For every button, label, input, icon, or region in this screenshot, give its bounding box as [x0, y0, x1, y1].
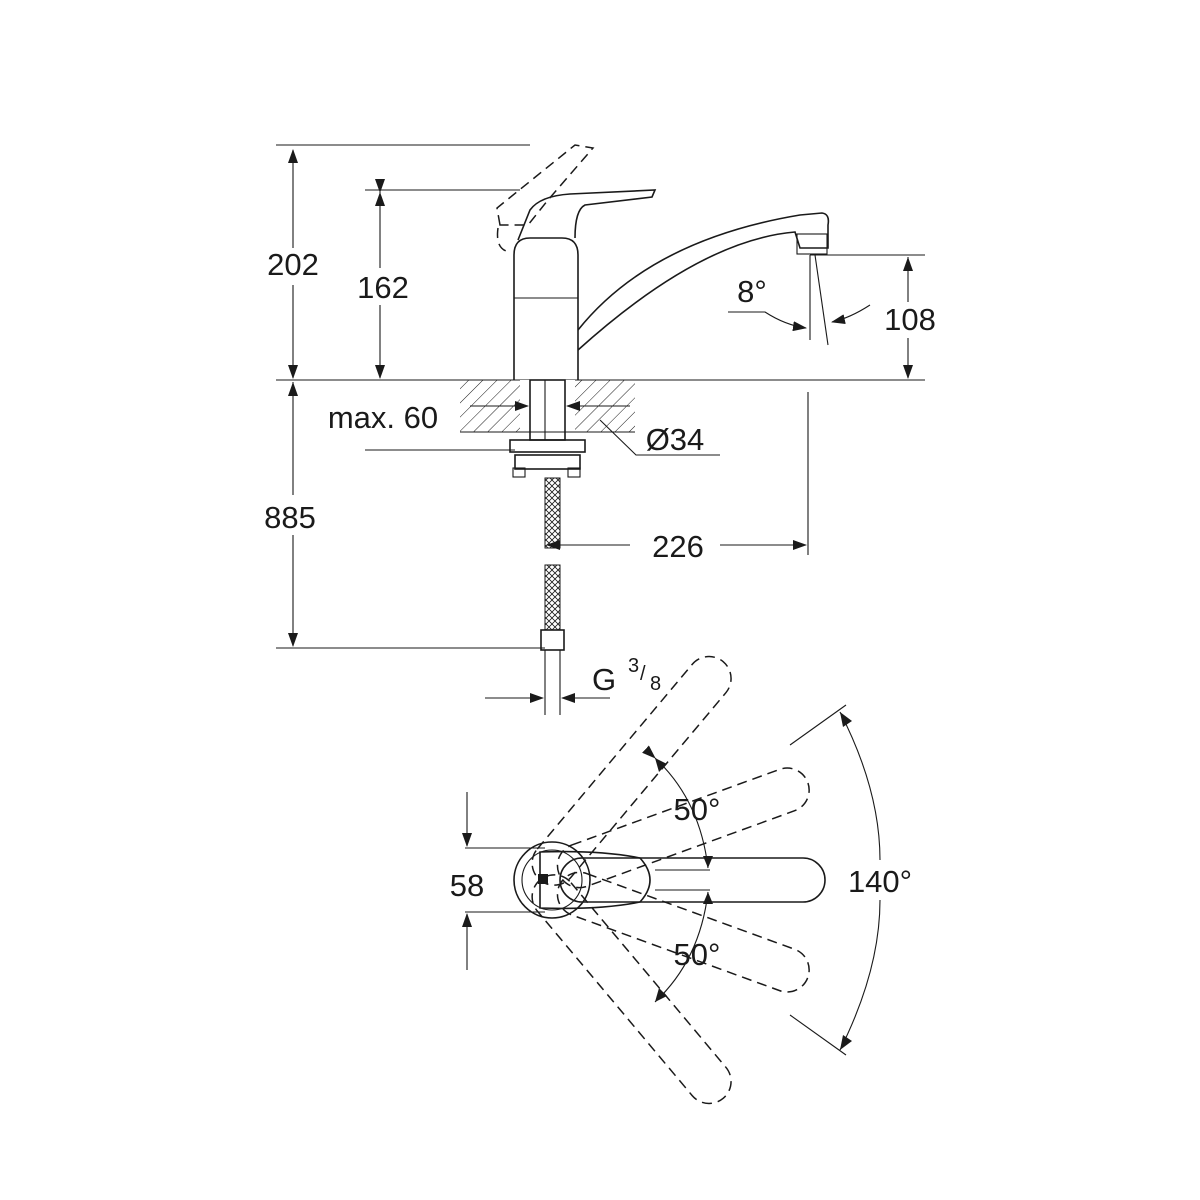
- dim-hose-length: 885: [264, 500, 316, 535]
- dim-spout-height: 108: [884, 302, 936, 337]
- lever-plan: [559, 857, 826, 903]
- hose-connector: [540, 629, 565, 651]
- max-countertop-thickness: max. 60: [328, 400, 438, 435]
- lever: [517, 189, 657, 241]
- connection-thread: G: [592, 662, 616, 697]
- dim-lever-width: 58: [450, 868, 484, 903]
- dim-spout-reach: 226: [652, 529, 704, 564]
- spout: [577, 212, 830, 351]
- dim-body-height: 162: [357, 270, 409, 305]
- hose-lower: [544, 564, 561, 631]
- plan-view: 58 50° 50° 140°: [450, 655, 912, 1105]
- mounting-nut: [514, 454, 581, 470]
- thread-denominator: 8: [650, 673, 661, 695]
- rotation-total: 140°: [848, 864, 912, 899]
- rotation-right: 50°: [674, 937, 721, 972]
- side-view: 202 162 108 8° max. 60 Ø34: [264, 144, 936, 715]
- faucet-body-plan: [513, 841, 591, 919]
- faucet-body: [513, 237, 579, 380]
- svg-text:/: /: [640, 663, 646, 685]
- lever-raised-outline: [496, 144, 595, 226]
- rotation-left: 50°: [674, 792, 721, 827]
- hose-upper: [544, 477, 561, 549]
- spout-angle: 8°: [737, 274, 767, 309]
- thread-numerator: 3: [628, 655, 639, 677]
- hole-diameter: Ø34: [646, 422, 705, 457]
- dim-total-height: 202: [267, 247, 319, 282]
